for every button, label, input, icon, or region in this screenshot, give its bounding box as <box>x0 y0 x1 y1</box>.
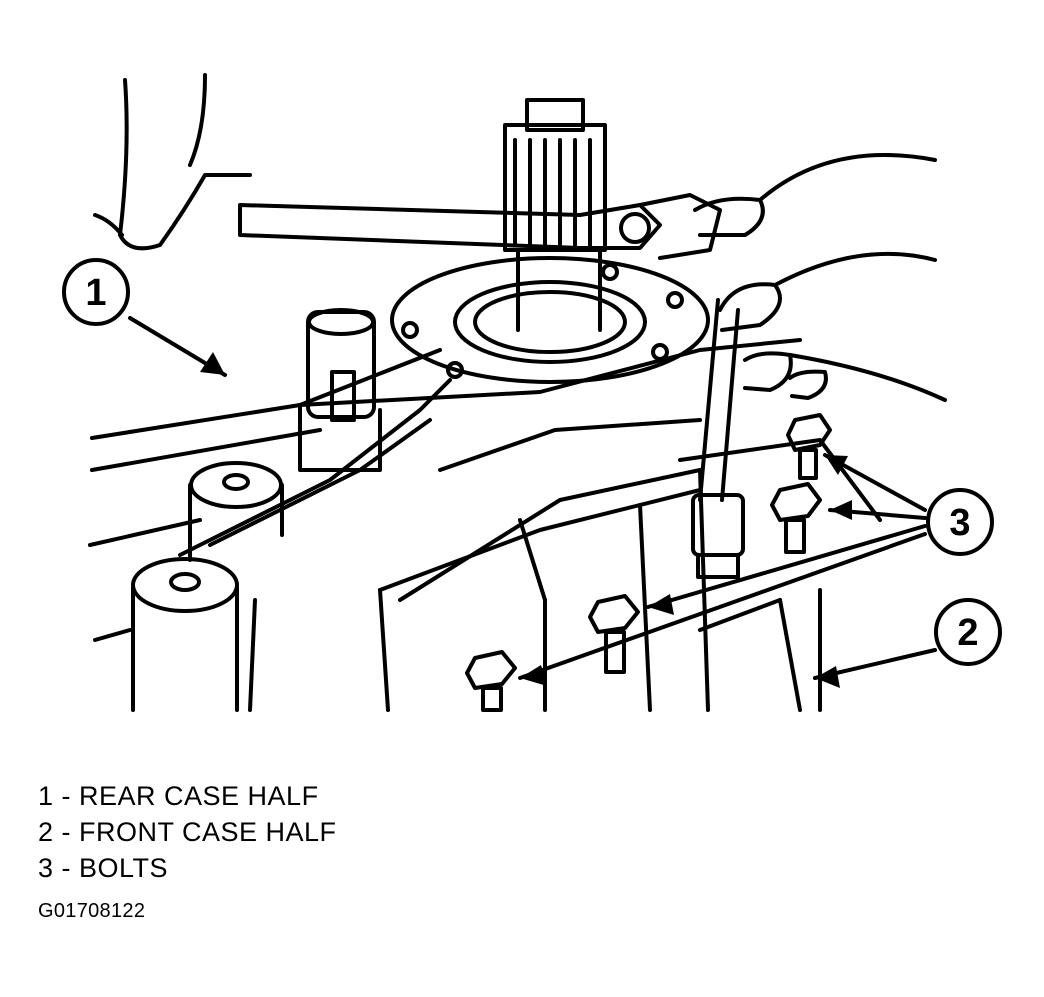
right-hand <box>693 153 947 402</box>
legend-item-1: 1 - REAR CASE HALF <box>38 781 319 811</box>
callout-1-circle <box>62 258 130 326</box>
callout-1-label: 1 <box>85 272 106 314</box>
callout-2-label: 2 <box>957 612 978 654</box>
legend-item-3: 3 - BOLTS <box>38 853 169 883</box>
case-bolts <box>465 413 832 712</box>
case-bosses <box>131 461 284 712</box>
figure-id: G01708122 <box>38 900 146 922</box>
shift-rail-boss <box>298 308 382 472</box>
bearing-retainer <box>390 256 710 384</box>
callout-2-circle <box>934 598 1002 666</box>
wrench <box>238 193 722 260</box>
front-case-half <box>248 438 882 712</box>
legend: 1 - REAR CASE HALF 2 - FRONT CASE HALF 3… <box>38 778 337 886</box>
callout-3-label: 3 <box>949 502 970 544</box>
output-shaft <box>503 98 607 332</box>
ratchet-extension <box>691 298 745 579</box>
legend-item-2: 2 - FRONT CASE HALF <box>38 817 337 847</box>
callout-3-circle <box>926 488 994 556</box>
transfer-case-illustration: 1 3 2 <box>62 73 1002 712</box>
left-hand <box>93 73 252 251</box>
